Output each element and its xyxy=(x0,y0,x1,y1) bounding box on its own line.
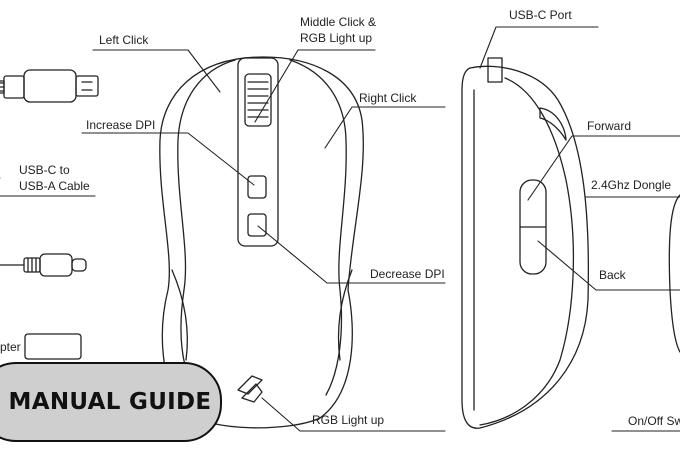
right-click-label: Right Click xyxy=(359,91,417,105)
usb-c-port-label: USB-C Port xyxy=(509,8,572,22)
middle-click-label-line1: Middle Click & xyxy=(300,15,377,29)
forward-label: Forward xyxy=(587,119,632,133)
manual-guide-badge-text: MANUAL GUIDE xyxy=(8,389,212,415)
rgb-light-up-label: RGB Light up xyxy=(312,413,385,427)
manual-guide-badge: MANUAL GUIDE xyxy=(0,362,222,442)
adapter-illustration xyxy=(24,333,82,360)
middle-click-label-line2: RGB Light up xyxy=(300,31,373,45)
left-click-label: Left Click xyxy=(99,33,149,47)
usb-a-plug-illustration xyxy=(0,69,99,103)
usb-a-cable-label: USB-A Cable xyxy=(19,179,90,193)
dongle-label: 2.4Ghz Dongle xyxy=(591,178,672,192)
mouse-front-illustration xyxy=(159,56,364,429)
usb-c-plug-illustration xyxy=(0,253,87,277)
usb-c-to-label: USB-C to xyxy=(19,163,70,177)
decrease-dpi-label: Decrease DPI xyxy=(370,267,445,281)
increase-dpi-label: Increase DPI xyxy=(86,118,156,132)
dongle-partial-illustration xyxy=(668,194,680,353)
on-off-partial-label: On/Off Sw xyxy=(628,414,680,428)
leader-lines xyxy=(0,26,680,432)
adapter-partial-label: pter xyxy=(0,340,21,354)
mouse-side-illustration xyxy=(461,57,590,429)
back-label: Back xyxy=(599,268,626,282)
